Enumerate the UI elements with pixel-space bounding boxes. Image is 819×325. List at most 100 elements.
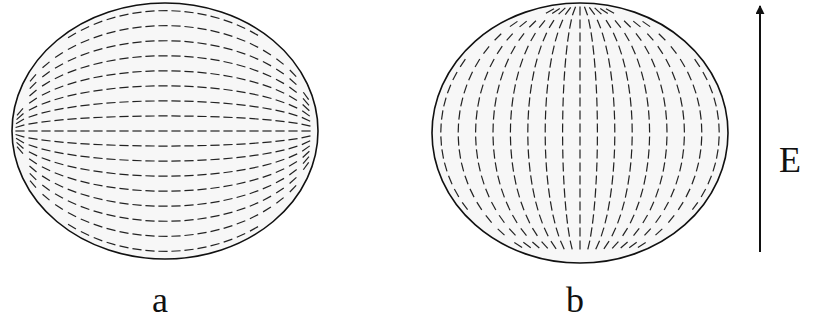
- director-dash: [42, 101, 51, 104]
- director-dash: [570, 241, 572, 250]
- director-dash: [565, 7, 570, 14]
- director-dash: [510, 136, 512, 145]
- director-dash: [658, 46, 663, 54]
- director-dash: [303, 98, 309, 105]
- director-dash: [665, 149, 666, 158]
- director-dash: [564, 188, 566, 197]
- director-dash: [145, 175, 154, 176]
- director-dash: [609, 58, 611, 67]
- director-dash: [539, 20, 545, 27]
- director-dash: [236, 130, 245, 131]
- director-dash: [638, 243, 646, 248]
- director-dash: [562, 123, 563, 132]
- director-dash: [579, 201, 580, 210]
- director-dash: [197, 28, 206, 30]
- director-dash: [145, 55, 154, 57]
- director-dash: [514, 243, 522, 248]
- director-dash: [510, 110, 512, 119]
- director-dash: [223, 116, 232, 118]
- director-dash: [29, 90, 36, 96]
- director-dash: [55, 75, 63, 79]
- director-dash: [224, 34, 233, 37]
- director-dash: [566, 45, 567, 54]
- director-dash: [145, 100, 154, 101]
- director-dash: [572, 7, 575, 16]
- director-dash: [29, 152, 37, 156]
- director-dash: [184, 56, 193, 58]
- director-dash: [171, 175, 180, 176]
- director-dash: [289, 104, 297, 108]
- director-dash: [648, 149, 650, 158]
- director-dash: [470, 189, 474, 197]
- director-dash: [566, 214, 567, 223]
- director-dash: [512, 162, 513, 171]
- director-dash: [94, 198, 103, 200]
- director-dash: [519, 33, 524, 40]
- director-dash: [132, 56, 141, 58]
- director-dash: [145, 115, 154, 116]
- director-dash: [546, 175, 548, 184]
- director-dash: [81, 181, 90, 183]
- director-dash: [42, 62, 49, 68]
- director-dash: [660, 176, 662, 185]
- director-dash: [593, 201, 595, 210]
- director-dash: [55, 53, 63, 58]
- director-dash: [262, 108, 271, 110]
- director-dash: [579, 162, 580, 171]
- director-dash: [644, 229, 650, 236]
- director-dash: [276, 150, 285, 152]
- director-dash: [606, 9, 614, 13]
- director-dash: [552, 46, 554, 55]
- director-dash: [649, 136, 651, 145]
- director-dash: [145, 235, 154, 237]
- director-dash: [605, 215, 607, 224]
- director-dash: [478, 163, 480, 172]
- director-dash: [676, 176, 679, 185]
- director-dash: [562, 97, 564, 106]
- director-dash: [596, 97, 598, 106]
- director-dash: [628, 175, 629, 184]
- director-dash: [510, 149, 512, 158]
- director-dash: [15, 130, 24, 131]
- director-dash: [236, 117, 245, 119]
- director-dash: [531, 175, 532, 184]
- director-dash: [461, 163, 463, 172]
- director-dash: [171, 250, 180, 252]
- director-dash: [536, 202, 538, 211]
- director-dash: [568, 227, 569, 236]
- director-dash: [210, 87, 219, 89]
- director-dash: [290, 185, 296, 192]
- director-dash: [469, 72, 473, 80]
- director-dash: [42, 91, 50, 95]
- director-dash: [302, 136, 311, 138]
- director-dash: [302, 124, 311, 126]
- director-dash: [631, 149, 633, 158]
- director-dash: [491, 202, 495, 210]
- director-dash: [684, 123, 685, 132]
- director-dash: [184, 190, 193, 192]
- director-dash: [645, 46, 649, 54]
- director-dash: [717, 110, 718, 119]
- director-dash: [184, 86, 193, 88]
- director-dash: [699, 149, 700, 158]
- director-dash: [224, 239, 233, 242]
- director-dash: [197, 159, 206, 161]
- director-dash: [30, 74, 36, 81]
- director-dash: [693, 85, 696, 94]
- director-dash: [250, 68, 259, 71]
- director-dash: [132, 86, 141, 88]
- director-dash: [262, 130, 271, 131]
- director-dash: [510, 21, 518, 26]
- director-dash: [54, 119, 63, 121]
- director-dash: [119, 116, 128, 117]
- director-dash: [510, 123, 511, 132]
- director-dash: [93, 144, 102, 146]
- director-dash: [692, 176, 695, 185]
- director-dash: [579, 45, 580, 54]
- director-dash: [288, 122, 297, 123]
- director-dash: [444, 98, 446, 107]
- director-dash: [614, 110, 616, 119]
- director-dash: [223, 185, 232, 187]
- director-dash: [671, 189, 675, 197]
- director-dash: [107, 46, 116, 48]
